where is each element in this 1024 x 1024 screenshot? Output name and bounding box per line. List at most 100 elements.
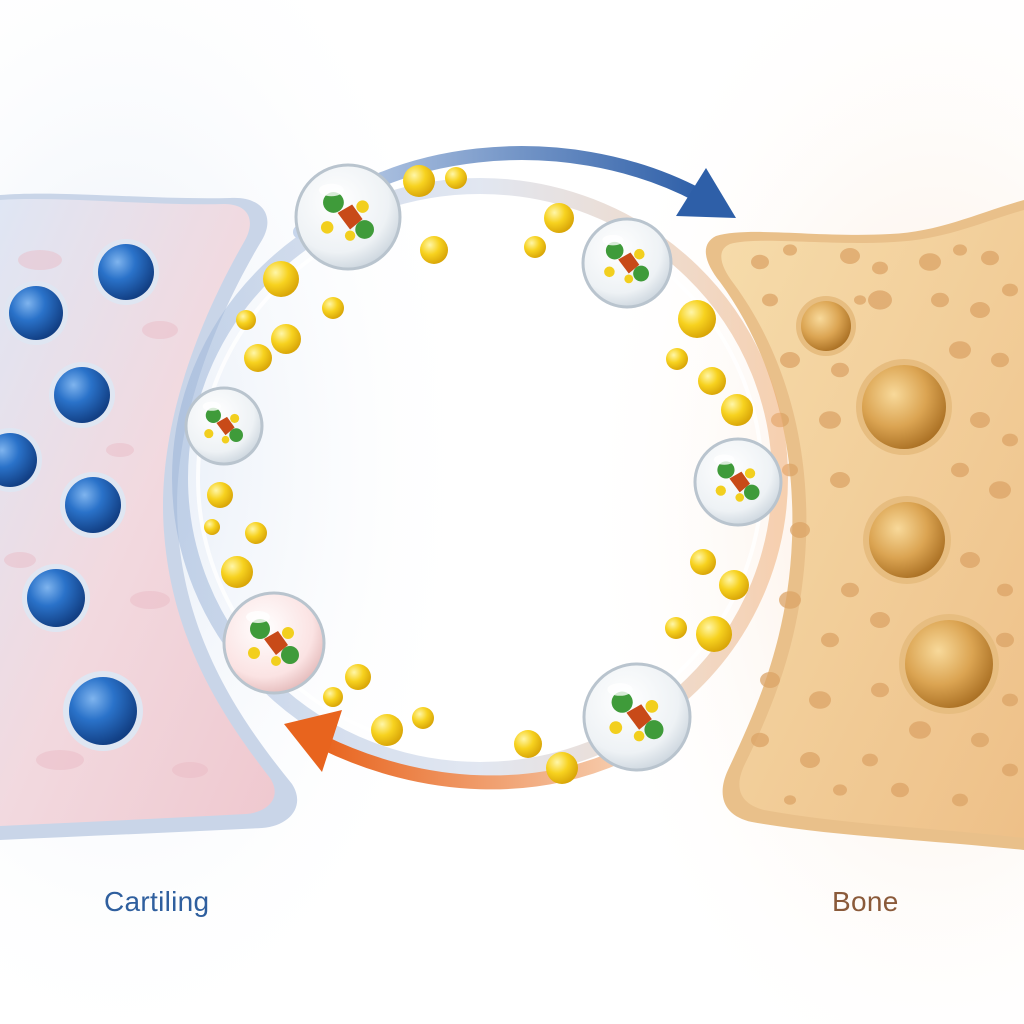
bone-cells bbox=[796, 296, 999, 714]
bone-pore bbox=[872, 261, 888, 275]
particle bbox=[403, 165, 435, 197]
bone-pore bbox=[997, 583, 1013, 597]
particle bbox=[544, 203, 574, 233]
bone-pore bbox=[952, 793, 968, 807]
particle bbox=[696, 616, 732, 652]
bone-pore bbox=[751, 254, 769, 270]
cartilage-cell bbox=[0, 433, 37, 487]
bone-pores bbox=[751, 244, 1018, 807]
particle bbox=[666, 348, 688, 370]
particles bbox=[204, 165, 753, 784]
particle bbox=[445, 167, 467, 189]
bone-cell bbox=[905, 620, 993, 708]
particle bbox=[345, 664, 371, 690]
cartilage-cell bbox=[69, 677, 137, 745]
particle bbox=[698, 367, 726, 395]
bone-pore bbox=[779, 591, 801, 609]
bone-pore bbox=[809, 691, 831, 709]
bone-pore bbox=[951, 462, 969, 478]
cartilage-cell bbox=[9, 286, 63, 340]
cartilage-texture bbox=[4, 250, 208, 778]
bone-pore bbox=[970, 302, 990, 318]
bone-pore bbox=[1002, 763, 1018, 777]
particle bbox=[546, 752, 578, 784]
bone-pore bbox=[783, 244, 797, 256]
particle bbox=[665, 617, 687, 639]
particle bbox=[719, 570, 749, 600]
vesicle bbox=[693, 437, 783, 527]
bone-cell bbox=[801, 301, 851, 351]
bone-pore bbox=[862, 753, 878, 767]
cartilage-cell bbox=[65, 477, 121, 533]
bone-pore bbox=[953, 244, 967, 256]
bone-pore bbox=[819, 411, 841, 429]
bone-label: Bone bbox=[832, 886, 899, 917]
bone-cell bbox=[862, 365, 946, 449]
bone-pore bbox=[780, 352, 800, 368]
bone-pore bbox=[830, 472, 850, 488]
bone-pore bbox=[833, 784, 847, 796]
bone-pore bbox=[1002, 433, 1018, 447]
cartilage-tissue bbox=[0, 193, 298, 840]
particle bbox=[271, 324, 301, 354]
particle bbox=[263, 261, 299, 297]
cartilage-cell bbox=[27, 569, 85, 627]
vesicle bbox=[582, 662, 692, 772]
bottom-arrow-shaft bbox=[315, 735, 647, 790]
bone-pore bbox=[991, 352, 1009, 368]
bone-pore bbox=[841, 582, 859, 598]
bone-pore bbox=[971, 732, 989, 748]
bone-pore bbox=[762, 293, 778, 307]
bottom-arrow-head bbox=[284, 710, 342, 772]
bone-pore bbox=[760, 672, 780, 688]
bone-pore bbox=[960, 552, 980, 568]
particle bbox=[371, 714, 403, 746]
bone-pore bbox=[891, 782, 909, 798]
bone-pore bbox=[931, 292, 949, 308]
particle bbox=[514, 730, 542, 758]
bone-pore bbox=[996, 632, 1014, 648]
bone-cell bbox=[869, 502, 945, 578]
bone-pore bbox=[840, 248, 860, 264]
vesicle bbox=[222, 591, 326, 695]
bone-pore bbox=[821, 632, 839, 648]
bottom-arrow bbox=[284, 710, 647, 790]
bone-pore bbox=[751, 732, 769, 748]
cartilage-label: Cartiling bbox=[104, 886, 210, 917]
bone-pore bbox=[919, 253, 941, 271]
bone-pore bbox=[981, 250, 999, 266]
particle bbox=[244, 344, 272, 372]
particle bbox=[204, 519, 220, 535]
cartilage-cell bbox=[98, 244, 154, 300]
cartilage-cell bbox=[54, 367, 110, 423]
bone-tissue bbox=[705, 200, 1024, 850]
bone-pore bbox=[868, 290, 892, 310]
particle bbox=[721, 394, 753, 426]
bone-pore bbox=[970, 412, 990, 428]
bone-pore bbox=[909, 721, 931, 739]
bone-pore bbox=[1002, 283, 1018, 297]
vesicle bbox=[581, 217, 673, 309]
top-arrow-head bbox=[676, 168, 736, 218]
bone-pore bbox=[949, 341, 971, 359]
cartilage-cells bbox=[0, 239, 159, 751]
particle bbox=[524, 236, 546, 258]
bone-pore bbox=[871, 682, 889, 698]
particle bbox=[420, 236, 448, 264]
bone-pore bbox=[989, 481, 1011, 499]
particle bbox=[245, 522, 267, 544]
particle bbox=[221, 556, 253, 588]
bone-pore bbox=[790, 522, 810, 538]
vesicles bbox=[184, 163, 783, 772]
particle bbox=[412, 707, 434, 729]
bone-pore bbox=[870, 612, 890, 628]
particle bbox=[690, 549, 716, 575]
particle bbox=[678, 300, 716, 338]
particle bbox=[207, 482, 233, 508]
cartilage-body bbox=[0, 199, 275, 827]
particle bbox=[322, 297, 344, 319]
bone-pore bbox=[800, 752, 820, 768]
bone-pore bbox=[1002, 693, 1018, 707]
bone-pore bbox=[784, 795, 796, 805]
